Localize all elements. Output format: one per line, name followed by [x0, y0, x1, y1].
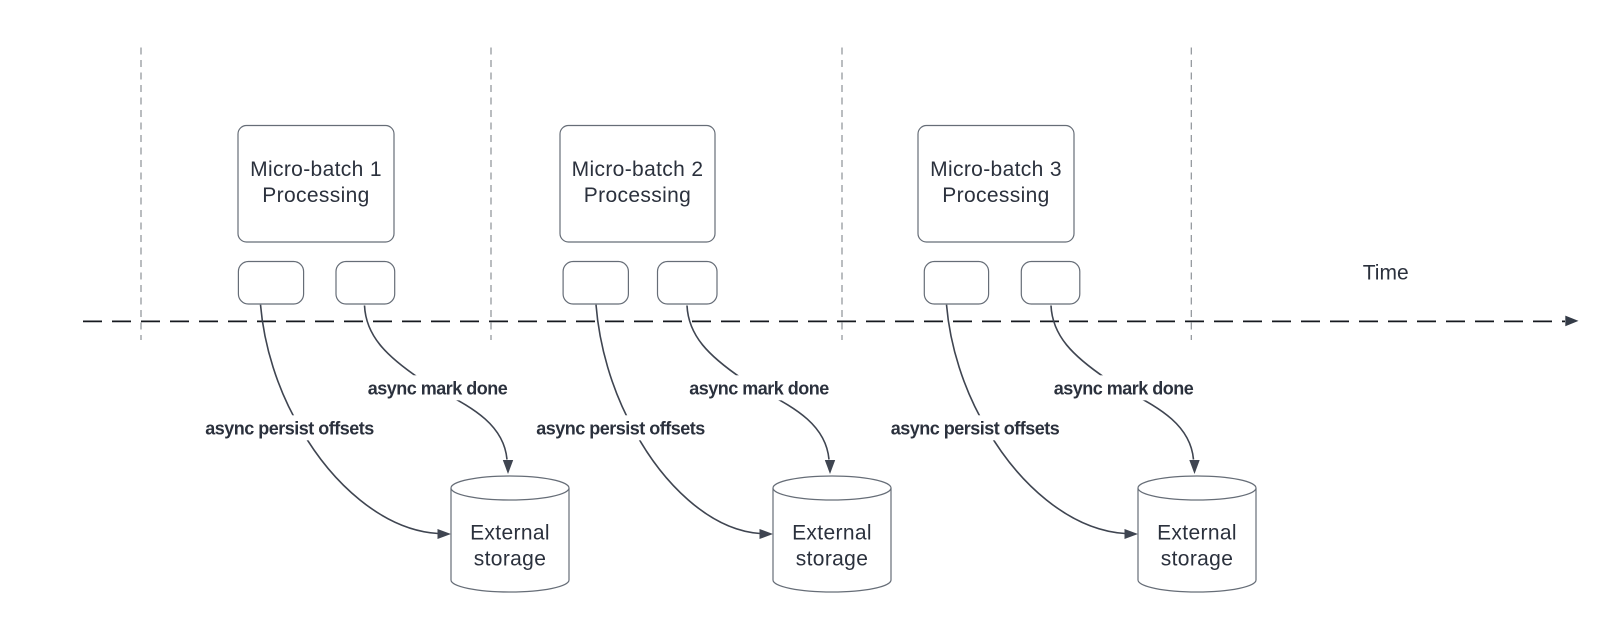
- svg-text:storage: storage: [1161, 547, 1234, 570]
- svg-text:Processing: Processing: [262, 184, 369, 207]
- svg-text:async mark done: async mark done: [368, 378, 508, 398]
- svg-text:async persist offsets: async persist offsets: [205, 418, 374, 438]
- svg-text:External: External: [1157, 521, 1237, 544]
- svg-text:Processing: Processing: [584, 184, 691, 207]
- svg-text:async persist offsets: async persist offsets: [891, 418, 1060, 438]
- svg-text:Micro-batch 1: Micro-batch 1: [250, 158, 382, 181]
- svg-text:Micro-batch 3: Micro-batch 3: [930, 158, 1062, 181]
- svg-text:Time: Time: [1363, 262, 1409, 285]
- svg-text:Micro-batch 2: Micro-batch 2: [572, 158, 704, 181]
- svg-text:async persist offsets: async persist offsets: [536, 418, 705, 438]
- svg-text:async mark done: async mark done: [1054, 378, 1194, 398]
- svg-text:storage: storage: [796, 547, 869, 570]
- svg-text:External: External: [792, 521, 872, 544]
- svg-text:async mark done: async mark done: [689, 378, 829, 398]
- svg-text:storage: storage: [474, 547, 547, 570]
- svg-text:Processing: Processing: [942, 184, 1049, 207]
- svg-text:External: External: [470, 521, 550, 544]
